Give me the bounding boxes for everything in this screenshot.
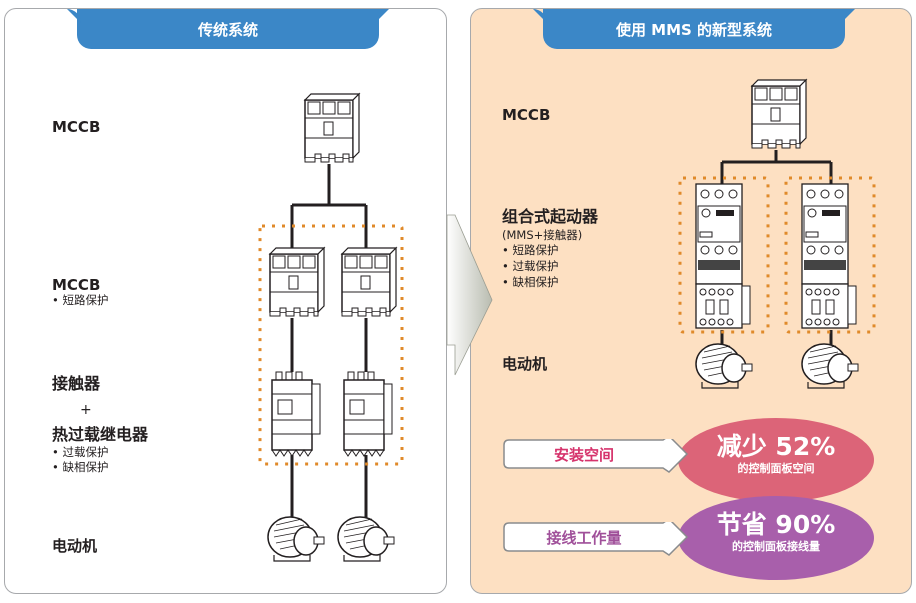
wiring-saving-headline: 节省 90% (716, 510, 836, 539)
right-starter-subtitle: (MMS+接触器) (502, 228, 583, 242)
right-phase-loss-bullet: • 缺相保护 (502, 275, 559, 289)
left-overload-bullet: • 过载保护 (52, 445, 109, 459)
left-contactor-relay-1-icon (271, 371, 321, 457)
left-wiring (290, 164, 368, 525)
traditional-system-title-tab: 传统系统 (77, 9, 379, 49)
right-starter-label: 组合式起动器 (502, 207, 599, 226)
left-motor-label: 电动机 (52, 537, 98, 555)
wiring-saving-detail: 的控制面板接线量 (732, 540, 820, 553)
wiring-work-callout: 接线工作量 (503, 522, 689, 556)
right-motor-label: 电动机 (502, 355, 548, 373)
left-mccb-top-label: MCCB (52, 118, 101, 136)
left-mccb-short-circuit-bullet: • 短路保护 (52, 293, 109, 307)
mms-system-title: 使用 MMS 的新型系统 (615, 20, 773, 39)
left-motor-1-icon (267, 516, 325, 562)
right-starter-group-box-2 (784, 176, 876, 334)
right-short-circuit-bullet: • 短路保护 (502, 243, 559, 257)
right-mccb-label: MCCB (502, 106, 551, 124)
traditional-system-title: 传统系统 (197, 20, 258, 39)
left-main-mccb-icon (304, 93, 360, 163)
installation-space-callout: 安装空间 (503, 439, 689, 473)
space-saving-ellipse: 减少 52% 的控制面板空间 (678, 418, 874, 502)
wiring-saving-ellipse: 节省 90% 的控制面板接线量 (678, 496, 874, 580)
right-combination-starter-2-icon (801, 183, 857, 329)
right-motor-1-icon (695, 343, 753, 389)
left-branch-mccb-2-icon (341, 247, 397, 317)
left-phase-loss-bullet: • 缺相保护 (52, 460, 109, 474)
left-mccb-mid-label: MCCB (52, 276, 101, 294)
right-combination-starter-1-icon (695, 183, 751, 329)
left-branch-mccb-1-icon (269, 247, 325, 317)
left-contactor-relay-2-icon (343, 371, 393, 457)
wiring-work-label: 接线工作量 (546, 528, 622, 547)
left-motor-2-icon (337, 516, 395, 562)
right-overload-bullet: • 过载保护 (502, 259, 559, 273)
space-saving-detail: 的控制面板空间 (737, 462, 815, 475)
transition-arrow-shape (446, 214, 493, 376)
mms-system-title-tab: 使用 MMS 的新型系统 (543, 9, 845, 49)
installation-space-label: 安装空间 (553, 445, 614, 464)
space-saving-headline: 减少 52% (716, 432, 836, 461)
left-contactor-label: 接触器 (52, 374, 101, 393)
right-starter-group-box-1 (678, 176, 770, 334)
left-plus-sign: + (80, 402, 92, 418)
right-motor-2-icon (801, 343, 859, 389)
right-main-mccb-icon (751, 79, 807, 149)
left-thermal-relay-label: 热过载继电器 (52, 425, 149, 444)
